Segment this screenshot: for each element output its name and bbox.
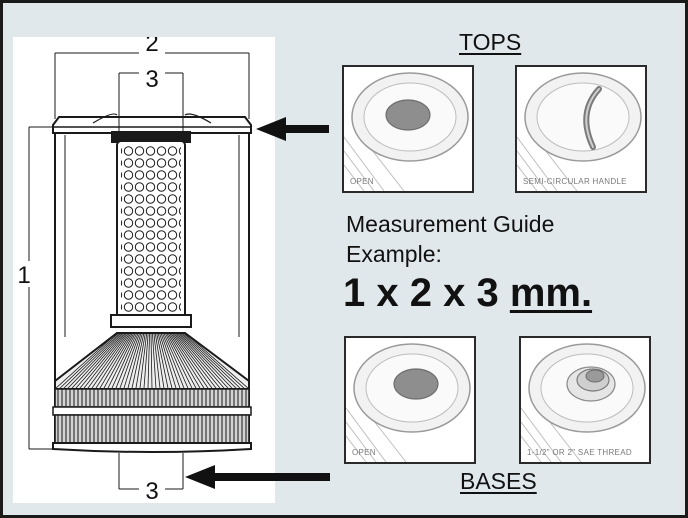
base-thread-caption: 1-1/2" OR 2" SAE THREAD: [527, 448, 632, 457]
dimension-3-top-label: 3: [145, 66, 158, 93]
tops-heading: TOPS: [459, 29, 522, 55]
filter-base-sae-thread-icon: [521, 343, 646, 462]
filter-top-semi-circular-handle-icon: [517, 72, 642, 191]
dimension-1-length: [28, 126, 55, 450]
example-unit: mm.: [509, 271, 593, 315]
dimension-2-outer-diameter: [54, 52, 250, 119]
filter-base-open-icon: [346, 343, 471, 462]
bases-heading: BASES: [460, 468, 537, 494]
dimension-3-top-inner-diameter: [118, 72, 184, 135]
arrow-to-top-icon: [256, 117, 329, 141]
filter-diagram-panel: 2 3 1 3: [13, 37, 275, 503]
top-handle-caption: SEMI-CIRCULAR HANDLE: [523, 177, 627, 186]
arrow-to-base-icon: [185, 465, 330, 489]
top-open-caption: OPEN: [350, 177, 374, 186]
guide-example-value: 1 x 2 x 3 mm.: [343, 271, 592, 316]
filter-cutaway-diagram: 2 3 1 3: [17, 37, 252, 503]
guide-heading: Measurement Guide: [346, 211, 555, 237]
top-open-thumbnail: OPEN: [342, 65, 474, 193]
dimension-1-label: 1: [17, 262, 30, 289]
guide-example-label: Example:: [346, 241, 442, 267]
base-thread-thumbnail: 1-1/2" OR 2" SAE THREAD: [519, 336, 651, 464]
base-open-thumbnail: OPEN: [344, 336, 476, 464]
pleated-body: [52, 388, 252, 453]
base-open-caption: OPEN: [352, 448, 376, 457]
filter-top-open-icon: [344, 72, 469, 191]
example-dimensions: 1 x 2 x 3: [343, 271, 499, 315]
perforated-core: [110, 131, 192, 328]
top-end-cap: [52, 113, 252, 134]
top-handle-thumbnail: SEMI-CIRCULAR HANDLE: [515, 65, 647, 193]
pleated-cone: [54, 332, 250, 390]
dimension-2-label: 2: [145, 37, 158, 57]
dimension-3-base-inner-diameter: [118, 453, 184, 490]
dimension-3-base-label: 3: [145, 478, 158, 503]
